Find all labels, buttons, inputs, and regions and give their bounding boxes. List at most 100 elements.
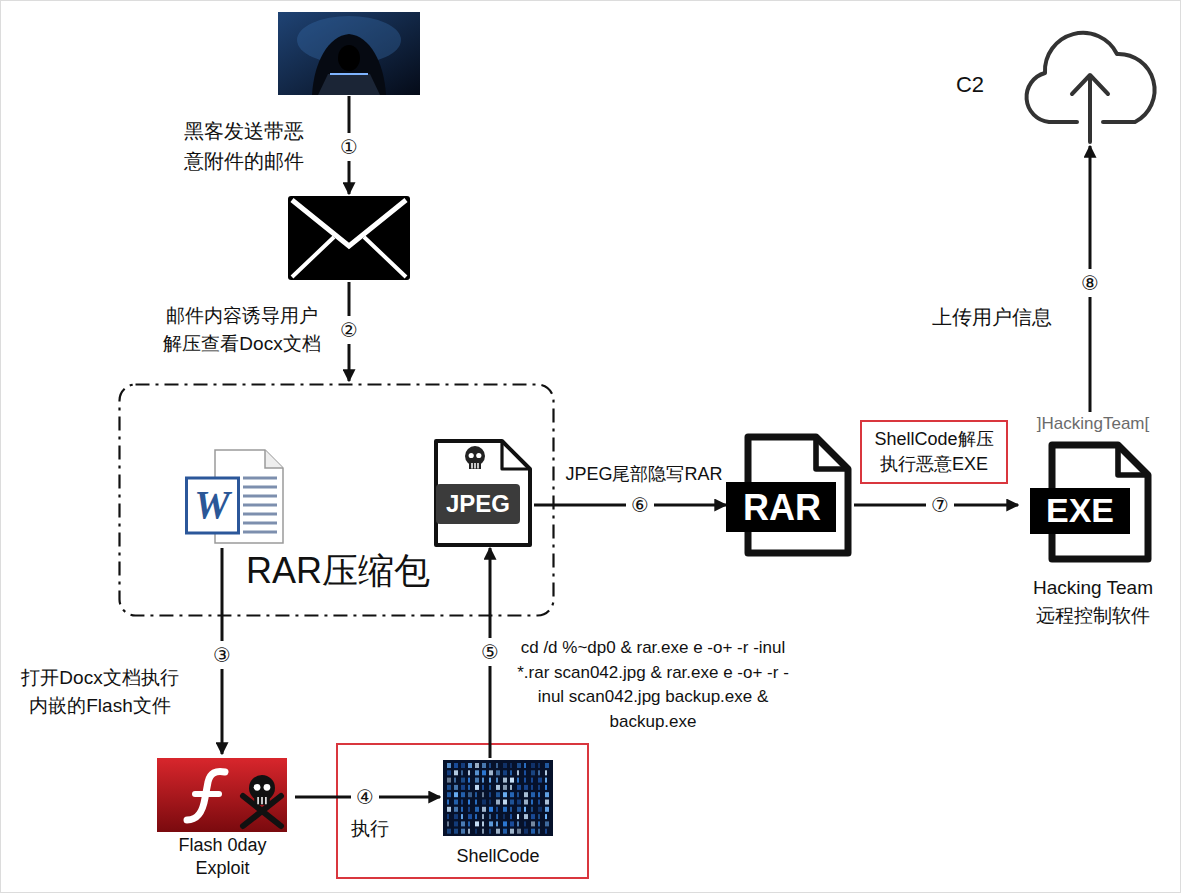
- word-doc-icon: W: [185, 448, 285, 548]
- binary-digit: [503, 763, 507, 768]
- crossbones: [243, 796, 281, 826]
- binary-digit: [454, 763, 458, 768]
- type-band: [726, 482, 836, 532]
- binary-digit: [447, 770, 451, 775]
- hacker-face: [338, 45, 360, 71]
- file-outline: [436, 441, 530, 545]
- binary-digit: [510, 770, 512, 775]
- binary-digit: [468, 792, 472, 797]
- binary-digit: [510, 792, 514, 797]
- rar-file-icon: RAR: [726, 432, 854, 558]
- file-type: EXE: [1030, 490, 1130, 531]
- binary-digit: [538, 778, 542, 783]
- binary-digit: [482, 800, 486, 805]
- doc-line: [243, 531, 277, 534]
- binary-digit: [454, 829, 458, 834]
- binary-digit: [482, 807, 486, 812]
- flash-logo: [187, 771, 225, 820]
- step-note: 执行: [345, 816, 395, 843]
- binary-digit: [461, 770, 463, 775]
- envelope-fold: [292, 237, 406, 277]
- type-band: [436, 484, 520, 524]
- binary-digit: [545, 763, 549, 768]
- binary-digit: [538, 821, 540, 826]
- text-slot: ⑤: [476, 638, 504, 666]
- binary-digit: [454, 785, 458, 790]
- binary-digit: [524, 785, 528, 790]
- binary-digit: [545, 778, 547, 783]
- binary-digit: [524, 763, 526, 768]
- binary-digit: [468, 763, 472, 768]
- step-note: 打开Docx文档执行 内嵌的Flash文件: [16, 664, 184, 719]
- binary-digit: [524, 807, 526, 812]
- skull-eye: [254, 784, 261, 791]
- doc-line: [243, 495, 277, 498]
- binary-digit: [538, 785, 540, 790]
- binary-digit: [545, 821, 549, 826]
- binary-digit: [503, 778, 507, 783]
- binary-digit: [517, 785, 521, 790]
- binary-digit: [447, 807, 451, 812]
- binary-digit: [447, 829, 451, 834]
- file-type: RAR: [728, 486, 836, 529]
- step-note: 黑客发送带恶 意附件的邮件: [184, 116, 314, 176]
- binary-digit: [447, 778, 451, 783]
- group-title: RAR压缩包: [246, 546, 506, 596]
- binary-digit: [461, 778, 465, 783]
- icon-caption: Hacking Team 远程控制软件: [1023, 574, 1163, 629]
- binary-digit: [510, 785, 512, 790]
- binary-digit: [538, 829, 540, 834]
- callout-number: ④: [351, 783, 379, 811]
- text-slot: 上传用户信息: [926, 303, 1058, 331]
- file-fold: [502, 441, 530, 469]
- binary-digit: [517, 778, 519, 783]
- step-note: 邮件内容诱导用户 解压查看Docx文档: [158, 302, 326, 357]
- binary-digit: [538, 792, 540, 797]
- binary-digit: [475, 821, 479, 826]
- callout-number: ⑧: [1076, 269, 1104, 297]
- highlight-note: ShellCode解压 执行恶意EXE: [860, 420, 1008, 484]
- code-background: [443, 760, 553, 836]
- envelope-body: [288, 196, 410, 280]
- binary-digit: [517, 814, 519, 819]
- skull-eye: [476, 453, 481, 458]
- binary-digit: [524, 814, 528, 819]
- text-slot: cd /d %~dp0 & rar.exe e -o+ -r -inul *.r…: [508, 636, 798, 735]
- text-slot: ⑥: [626, 491, 654, 519]
- binary-digit: [538, 807, 542, 812]
- binary-digit: [531, 770, 535, 775]
- binary-digit: [510, 814, 512, 819]
- binary-digit: [489, 770, 493, 775]
- binary-digit: [496, 821, 498, 826]
- text-slot: JPEG: [436, 488, 520, 519]
- binary-digit: [517, 792, 519, 797]
- c2-cloud-graphic: [1019, 24, 1161, 146]
- binary-digit: [482, 763, 486, 768]
- binary-digit: [538, 800, 540, 805]
- text-slot: 执行: [345, 816, 395, 843]
- binary-digit: [531, 800, 533, 805]
- binary-digit: [531, 829, 535, 834]
- binary-digit: [489, 814, 491, 819]
- file-type: JPEG: [436, 488, 520, 519]
- binary-digit: [496, 778, 498, 783]
- step-note: JPEG尾部隐写RAR: [558, 462, 730, 487]
- upload-arrow: [1072, 75, 1108, 142]
- binary-digit: [475, 778, 479, 783]
- binary-digit: [545, 807, 549, 812]
- file-fold: [816, 437, 848, 469]
- laptop-glow: [330, 73, 368, 75]
- binary-digit: [468, 785, 470, 790]
- skull-jaw: [469, 461, 481, 469]
- binary-digit: [482, 792, 484, 797]
- skull-teeth: [472, 463, 478, 469]
- skull-jaw: [254, 795, 270, 805]
- binary-digit: [489, 800, 491, 805]
- binary-digit: [503, 814, 505, 819]
- exe-file-icon: ]HackingTeam[EXEHacking Team 远程控制软件: [1018, 412, 1168, 637]
- binary-digit: [503, 821, 507, 826]
- binary-digit: [545, 785, 547, 790]
- binary-digit: [461, 821, 465, 826]
